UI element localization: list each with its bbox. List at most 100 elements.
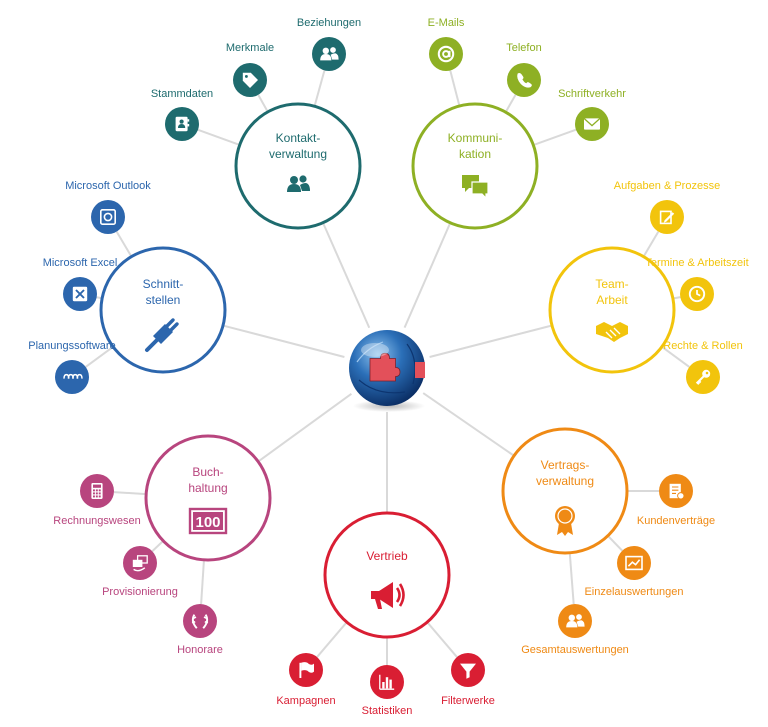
laurel-icon — [191, 614, 209, 629]
contact-card-icon — [175, 116, 190, 132]
feature-item-label: Honorare — [177, 644, 223, 656]
feature-item-label: Schriftverkehr — [558, 88, 626, 100]
cluster-title-line: Team- — [595, 277, 628, 291]
feature-item-label: Stammdaten — [151, 88, 213, 100]
feature-item[interactable]: Aufgaben & Prozesse — [614, 180, 720, 234]
satellite-connector-line — [151, 540, 164, 552]
cluster-circle[interactable] — [501, 427, 629, 555]
feature-item-circle[interactable] — [650, 200, 684, 234]
cluster-circle[interactable] — [234, 102, 362, 230]
satellite-connector-line — [449, 70, 461, 107]
feature-item[interactable]: Kampagnen — [276, 653, 336, 707]
flag-icon — [299, 662, 314, 679]
hub-connector-line — [429, 324, 553, 358]
cluster-title-line: Schnitt- — [143, 277, 184, 291]
feature-item-circle[interactable] — [507, 63, 541, 97]
feature-item[interactable]: E-Mails — [428, 17, 465, 71]
line-chart-icon — [625, 555, 643, 571]
excel-icon — [72, 286, 88, 302]
chain-icon — [63, 373, 83, 379]
cluster-circle[interactable] — [323, 511, 451, 639]
feature-item-circle[interactable] — [91, 200, 125, 234]
cluster-circle[interactable] — [144, 434, 272, 562]
cluster-team[interactable]: Team-Arbeit — [548, 246, 676, 374]
people-circle-icon — [320, 47, 339, 61]
feature-item-label: Gesamtauswertungen — [521, 644, 629, 656]
feature-item-label: Merkmale — [226, 42, 274, 54]
bar-chart-icon — [379, 674, 395, 690]
megaphone-icon — [371, 582, 405, 609]
cluster-vertrieb[interactable]: Vertrieb — [323, 511, 451, 639]
feature-item[interactable]: Honorare — [177, 604, 223, 656]
cluster-circle[interactable] — [411, 102, 539, 230]
feature-item[interactable]: Planungssoftware — [28, 340, 116, 394]
satellite-connector-line — [113, 491, 147, 496]
money-exchange-icon — [132, 555, 148, 572]
feature-item-label: Microsoft Outlook — [65, 180, 151, 192]
satellite-connector-line — [504, 94, 517, 113]
cluster-kontakt[interactable]: Kontakt-verwaltung — [234, 102, 362, 230]
cluster-title-line: Kontakt- — [276, 131, 321, 145]
satellite-connector-line — [661, 345, 690, 368]
feature-item-circle[interactable] — [558, 604, 592, 638]
puzzle-globe-icon — [349, 330, 425, 412]
group-icon — [566, 614, 585, 628]
feature-item[interactable]: Rechnungswesen — [53, 474, 141, 527]
cluster-circle[interactable] — [548, 246, 676, 374]
handshake-icon — [596, 322, 628, 342]
cluster-kommunikation[interactable]: Kommuni-kation — [411, 102, 539, 230]
tag-icon — [242, 72, 258, 88]
chat-bubbles-icon — [462, 175, 489, 200]
clock-icon — [688, 285, 706, 303]
edit-note-icon — [659, 210, 675, 225]
satellite-connector-line — [568, 552, 575, 605]
feature-item[interactable]: Kundenverträge — [637, 474, 715, 527]
phone-icon — [517, 72, 532, 88]
feature-item-label: Termine & Arbeitszeit — [645, 257, 748, 269]
feature-item[interactable]: Beziehungen — [297, 17, 361, 71]
feature-item[interactable]: Merkmale — [226, 42, 274, 97]
award-badge-icon — [555, 506, 575, 536]
feature-item-label: Beziehungen — [297, 17, 361, 29]
feature-item[interactable]: Stammdaten — [151, 88, 213, 141]
feature-item[interactable]: Statistiken — [362, 665, 413, 717]
feature-item-circle[interactable] — [312, 37, 346, 71]
feature-item[interactable]: Telefon — [506, 42, 542, 97]
satellite-connector-line — [642, 231, 660, 258]
cluster-title-line: Kommuni- — [448, 131, 503, 145]
feature-item[interactable]: Microsoft Outlook — [65, 180, 151, 234]
feature-item-label: Filterwerke — [441, 695, 495, 707]
cluster-title-line: haltung — [188, 481, 227, 495]
cluster-circle[interactable] — [99, 246, 227, 374]
feature-item-label: Statistiken — [362, 705, 413, 717]
feature-item-label: Kundenverträge — [637, 515, 715, 527]
cluster-schnittstellen[interactable]: Schnitt-stellen — [99, 246, 227, 374]
feature-item[interactable]: Termine & Arbeitszeit — [645, 257, 749, 311]
feature-item[interactable]: Rechte & Rollen — [663, 340, 743, 394]
hub-connector-line — [322, 222, 371, 329]
feature-item-label: E-Mails — [428, 17, 465, 29]
satellite-connector-line — [85, 345, 114, 368]
feature-item-circle[interactable] — [183, 604, 217, 638]
satellite-connector-line — [313, 70, 326, 107]
cluster-vertrag[interactable]: Vertrags-verwaltung — [501, 427, 629, 555]
envelope-icon — [583, 117, 601, 130]
feature-item-circle[interactable] — [429, 37, 463, 71]
key-icon — [695, 369, 711, 385]
feature-item[interactable]: Microsoft Excel — [43, 257, 118, 311]
feature-item[interactable]: Gesamtauswertungen — [521, 604, 629, 656]
cluster-title-line: verwaltung — [536, 474, 594, 488]
feature-item[interactable]: Filterwerke — [441, 653, 495, 707]
feature-item[interactable]: Schriftverkehr — [558, 88, 626, 141]
satellite-connector-line — [533, 128, 577, 146]
feature-item-label: Kampagnen — [276, 695, 335, 707]
contract-icon — [669, 483, 685, 500]
hub-connector-line — [257, 393, 352, 463]
feature-item-label: Aufgaben & Prozesse — [614, 180, 720, 192]
feature-item-circle[interactable] — [55, 360, 89, 394]
satellite-connector-line — [257, 94, 269, 113]
plug-icon — [145, 318, 179, 352]
feature-item[interactable]: Provisionierung — [102, 546, 178, 598]
feature-item[interactable]: Einzelauswertungen — [584, 546, 684, 598]
